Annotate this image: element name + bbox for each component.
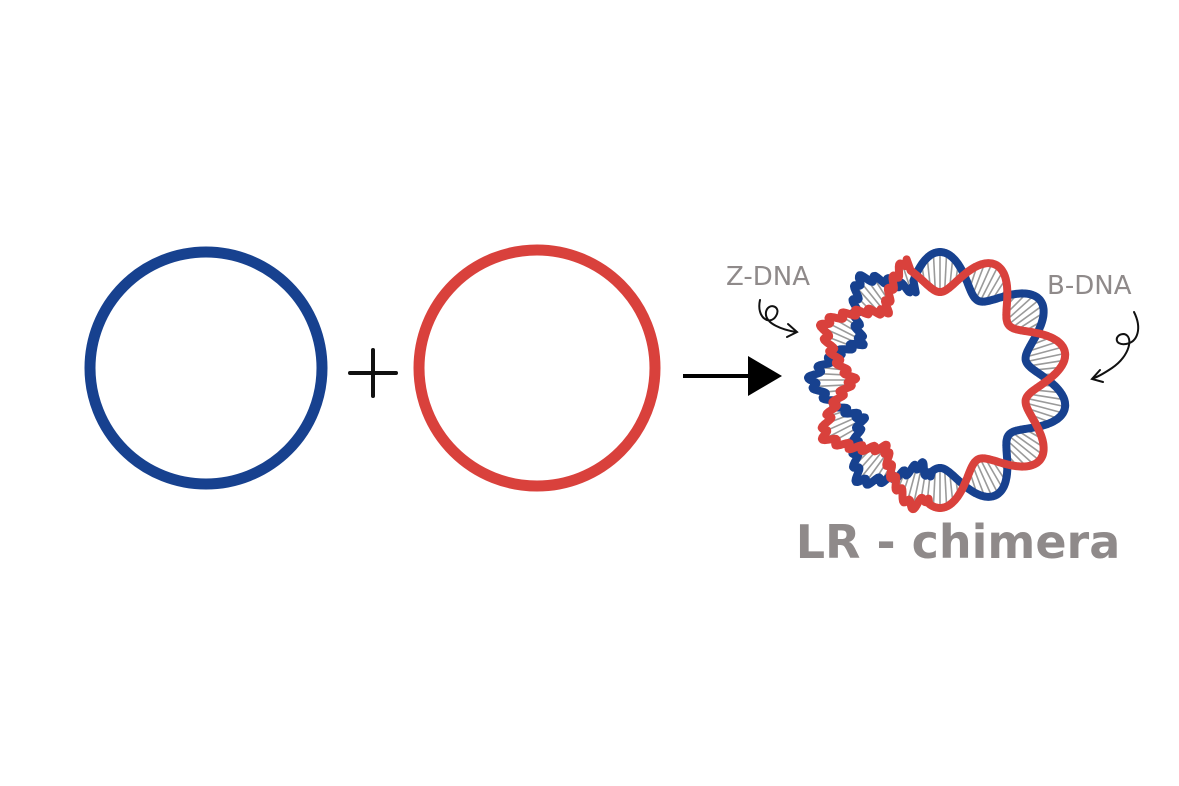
base-pair-rung [984,458,1004,489]
base-pair-rung [1007,434,1041,462]
b-dna-label: B-DNA [1047,271,1132,301]
base-pair-rung [943,253,948,291]
blue-strand [804,248,1070,501]
base-pair-rung [1026,397,1066,408]
base-pair-rung [907,468,918,501]
red-circular-dna [413,244,661,492]
base-pair-rung [1007,298,1041,326]
base-pair-rung [971,464,986,497]
base-pair-rung [865,452,888,483]
z-dna-label: Z-DNA [726,262,810,292]
lr-chimera-dna [804,248,1070,514]
red-strand [816,255,1070,514]
base-pair-rung [1006,439,1035,466]
base-pair-rung [979,265,999,302]
base-pair-rung [932,253,937,291]
base-pair-rung [984,271,1004,302]
base-pair-rung [943,469,948,507]
base-pair-rung [829,323,859,339]
base-pair-rung [1026,352,1066,363]
base-pair-rung [1006,294,1035,321]
base-pair-rung [975,460,993,497]
base-pair-rung [1011,304,1044,329]
base-pair-rung [1028,359,1065,367]
base-pair-rung [1025,346,1064,358]
base-pair-rung [1028,393,1065,401]
base-pair-rung [975,263,993,300]
blue-circular-dna [84,246,328,490]
base-pair-rung [971,263,986,296]
base-pair-rung [979,458,999,495]
base-pair-rung [826,416,856,432]
chimera-label: LR - chimera [796,515,1121,569]
reaction-arrow [683,356,782,396]
z-dna-pointer-icon [758,299,799,338]
base-pair-rung [1011,431,1044,456]
base-pair-rung [1025,402,1064,414]
b-dna-pointer-icon [1090,311,1140,383]
plus-sign [348,348,398,398]
